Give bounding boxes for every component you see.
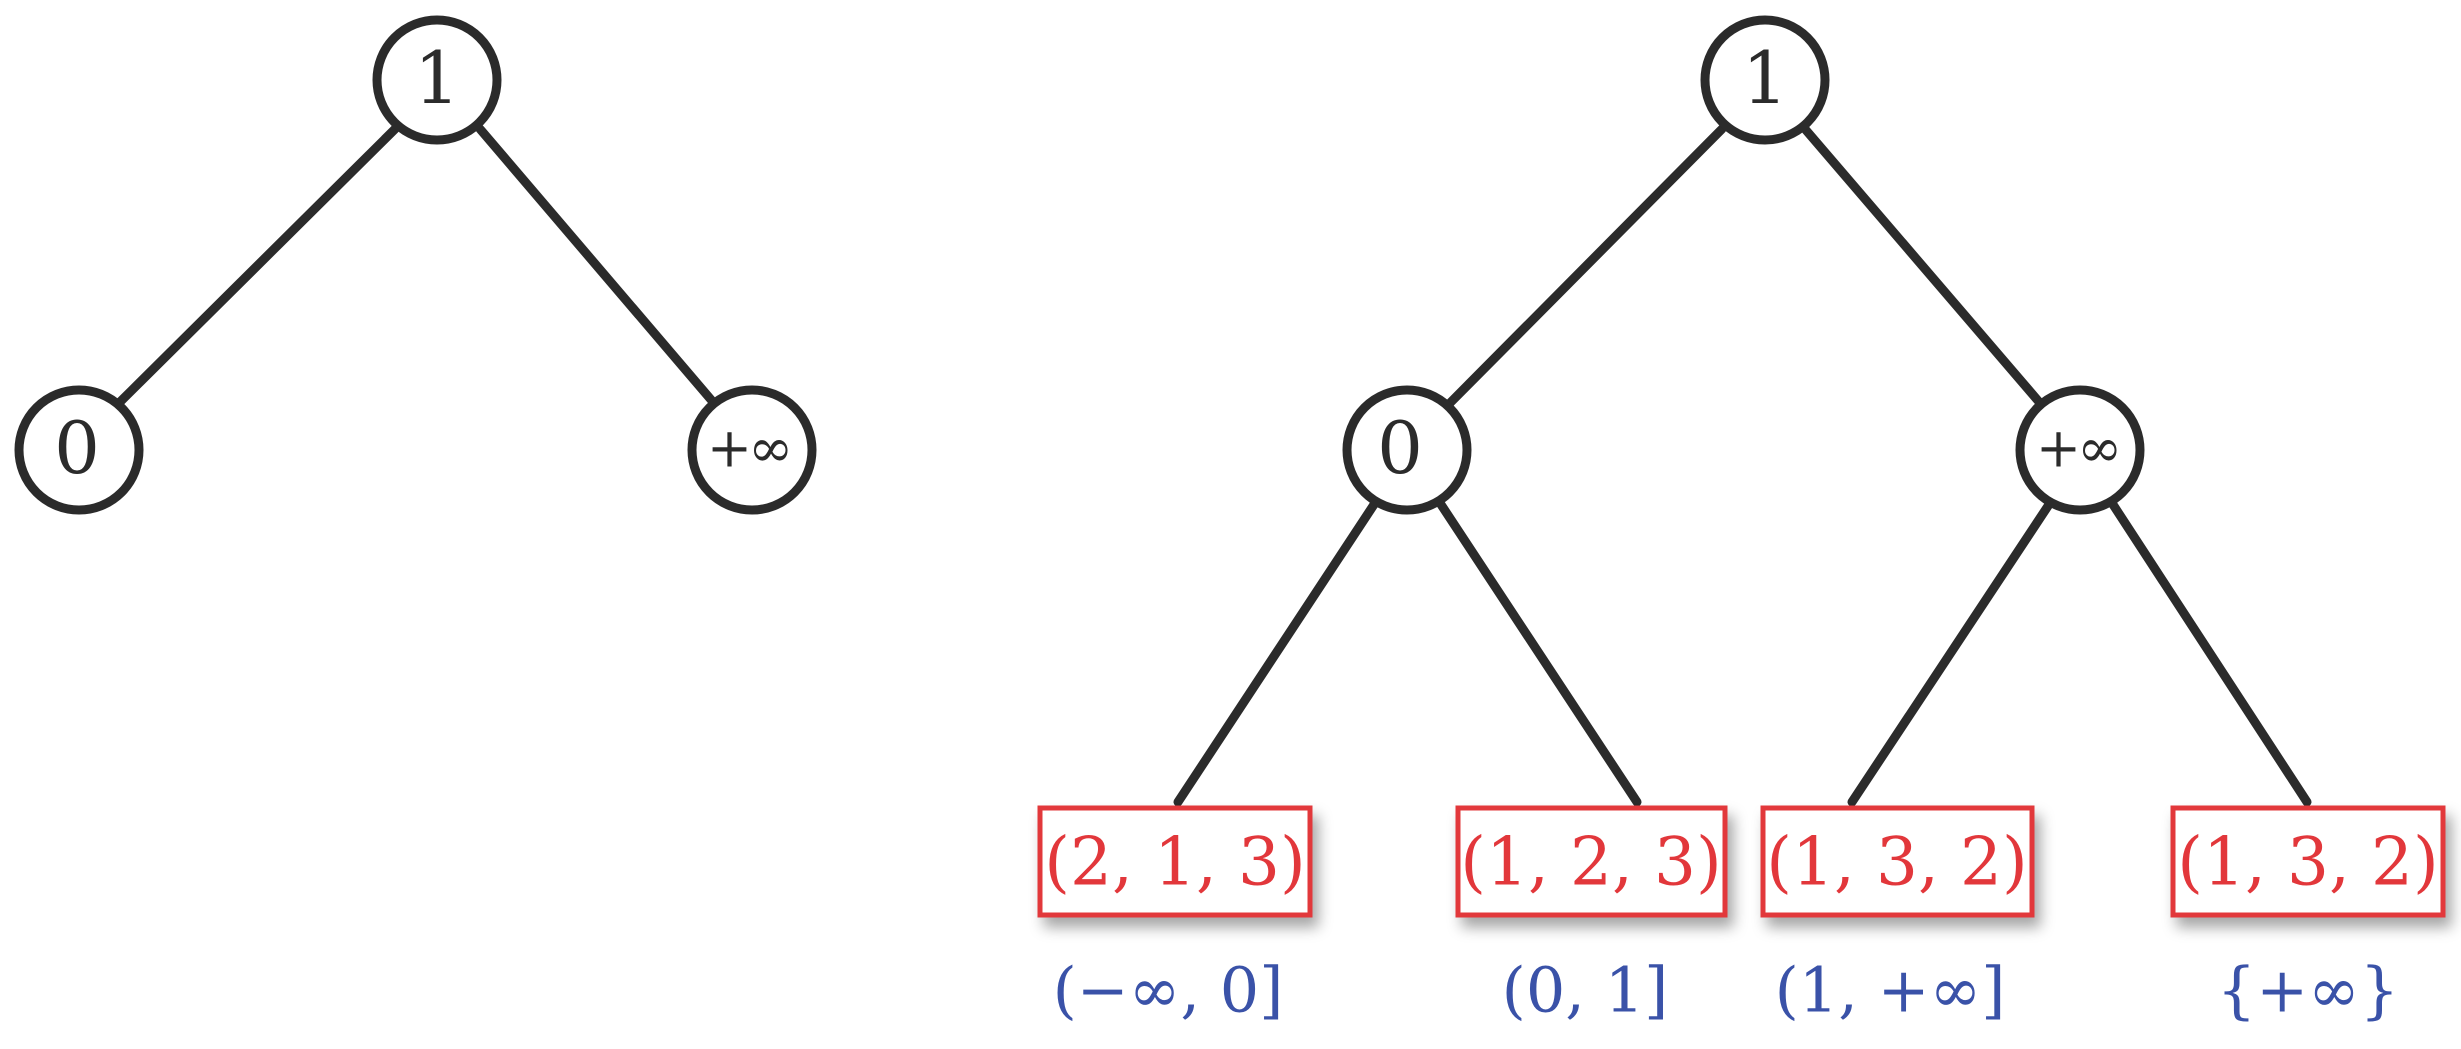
right-node-zero-label: 0 [1377,406,1423,490]
left-node-inf-label: +∞ [707,417,789,480]
leaf-2: (1, 2, 3) (0, 1] [1455,805,1728,1027]
leaf-1: (2, 1, 3) (−∞, 0] [1037,805,1313,1027]
right-edge-root-to-zero [1445,124,1727,408]
leaf-1-box [1037,805,1313,918]
right-edge-zero-to-leaf2 [1435,498,1642,807]
right-node-inf: +∞ [2015,385,2145,515]
leaf-2-interval: (0, 1] [1502,954,1669,1027]
left-edge-root-to-inf [475,124,718,407]
leaf-3-box [1760,805,2035,918]
left-edge-root-to-zero [115,124,400,407]
left-root-label: 1 [414,36,460,120]
leaf-4-permutation: (1, 3, 2) [2177,824,2438,901]
leaf-1-permutation: (2, 1, 3) [1044,824,1305,901]
leaf-2-permutation: (1, 2, 3) [1460,824,1721,901]
leaf-3-interval: (1, +∞] [1775,954,2006,1027]
right-root-node: 1 [1700,15,1830,145]
leaf-4-box [2170,805,2446,918]
leaf-3: (1, 3, 2) (1, +∞] [1760,805,2035,1027]
leaf-2-box [1455,805,1728,918]
left-tree: 1 0 +∞ [14,15,817,515]
right-root-label: 1 [1742,36,1788,120]
left-node-zero-label: 0 [54,406,100,490]
leaf-3-permutation: (1, 3, 2) [1766,824,2027,901]
right-node-inf-label: +∞ [2036,417,2118,480]
right-edge-root-to-inf [1800,124,2045,408]
left-node-inf: +∞ [687,385,817,515]
leaf-4-interval: {+∞} [2217,954,2400,1027]
right-node-zero: 0 [1342,385,1472,515]
leaf-1-interval: (−∞, 0] [1053,954,1284,1027]
left-root-node: 1 [372,15,502,145]
left-node-zero: 0 [14,385,144,515]
right-edge-inf-to-leaf3 [1847,498,2055,807]
right-tree: 1 0 +∞ (2, 1, 3) (−∞, 0] (1, 2, 3) (0, 1… [1037,15,2446,1027]
right-edge-inf-to-leaf4 [2107,498,2312,807]
leaf-4: (1, 3, 2) {+∞} [2170,805,2446,1027]
right-edge-zero-to-leaf1 [1173,498,1380,807]
